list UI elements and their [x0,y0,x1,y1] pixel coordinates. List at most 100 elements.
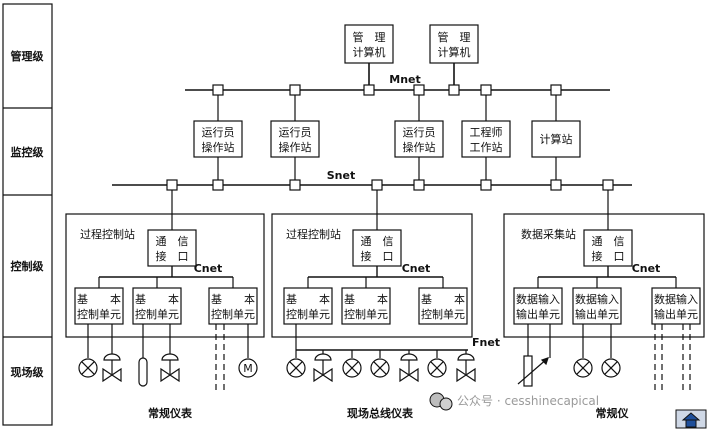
engineer-station [461,120,511,158]
station-2-comm-line2: 接 口 [361,250,394,263]
s3-indicator-2-icon [601,358,621,378]
snet-node-6 [166,179,178,191]
s1-unit2-line2: 控制单元 [135,307,179,321]
s3-unit3-line1: 数据输入 [654,292,698,306]
operator-station-1 [193,120,243,158]
management-computer-2-line1: 管 理 [438,30,471,44]
s3-variable-sensor-icon [517,355,549,387]
operator-station-3 [394,120,444,158]
s2-unit3-line2: 控制单元 [421,307,465,321]
mnet-node-1 [212,84,224,96]
bus-connection-nodes [166,84,614,191]
s2-unit1-line1: 基 本 [286,292,330,306]
mnet-node-4 [413,84,425,96]
station-2-cnet-label: Cnet [402,262,431,275]
watermark-text: 公众号 · cesshinecapical [457,394,599,408]
s2-control-unit-1 [283,287,333,325]
s3-io-unit-1 [513,287,563,325]
s2-unit1-line2: 控制单元 [286,307,330,321]
station-3-cnet-label: Cnet [632,262,661,275]
mnet-node-2 [289,84,301,96]
s3-unit2-line1: 数据输入 [575,292,619,306]
snet-node-7 [371,179,383,191]
s1-indicator-icon [78,358,98,378]
s1-valve-icon [102,353,122,383]
s3-io-unit-2 [572,287,622,325]
station-2-comm-line1: 通 信 [361,235,394,248]
calculation-station [531,120,581,158]
station-3-comm-line1: 通 信 [592,235,625,248]
fb-valve-1-icon [313,353,333,383]
station-3-title: 数据采集站 [521,227,576,241]
s1-control-unit-2 [132,287,182,325]
s1-control-unit-3 [208,287,258,325]
caption-conventional-instruments: 常规仪表 [148,406,193,420]
s1-valve-2-icon [160,353,180,383]
mnet-node-7 [550,84,562,96]
s1-unit1-line2: 控制单元 [77,307,121,321]
s2-control-unit-2 [341,287,391,325]
snet-node-1 [212,179,224,191]
s3-unit1-line2: 输出单元 [516,307,560,321]
fb-indicator-2-icon [342,358,362,378]
level-column [2,3,53,426]
station-3-comm-line2: 接 口 [592,250,625,263]
s1-thermocouple-icon [138,357,148,387]
s1-unit1-line1: 基 本 [77,292,121,306]
fb-indicator-1-icon [286,358,306,378]
operator-station-2-line1: 运行员 [279,126,312,139]
s3-unit1-line1: 数据输入 [516,292,560,306]
operator-station-2 [270,120,320,158]
snet-node-2 [289,179,301,191]
level-field-label: 现场级 [11,365,45,379]
snet-node-8 [602,179,614,191]
s1-motor-icon [238,358,258,378]
process-control-station-2 [271,213,473,338]
operator-station-1-line2: 操作站 [202,140,235,154]
station-1-cnet-label: Cnet [194,262,223,275]
calculation-station-label: 计算站 [540,132,573,146]
fb-valve-3-icon [456,353,476,383]
process-control-station-1 [65,213,265,338]
s1-unit2-line1: 基 本 [135,292,179,306]
s2-unit2-line1: 基 本 [344,292,388,306]
level-management-label: 管理级 [11,49,45,63]
s1-unit3-line2: 控制单元 [211,307,255,321]
s1-unit3-line1: 基 本 [211,292,255,306]
management-computer-2 [429,24,479,64]
s1-control-unit-1 [74,287,124,325]
snet-node-3 [413,179,425,191]
wechat-logo-icon-2 [439,397,453,411]
station-1-title: 过程控制站 [80,227,135,241]
engineer-station-line1: 工程师 [470,126,503,139]
snet-bus-label: Snet [327,169,355,182]
engineer-station-line2: 工作站 [470,140,503,154]
s2-unit2-line2: 控制单元 [344,307,388,321]
s3-unit2-line2: 输出单元 [575,307,619,321]
fnet-bus-label: Fnet [472,336,500,349]
watermark: 公众号 · cesshinecapical [429,392,599,411]
caption-conventional-instruments-right: 常规仪 [596,406,630,420]
mnet-bus-label: Mnet [389,73,421,86]
level-supervisory-label: 监控级 [11,145,45,159]
level-column-frame [2,3,53,426]
management-computer-2-line2: 计算机 [438,45,471,59]
station-3-comm-interface [583,229,633,267]
fb-valve-2-icon [399,353,419,383]
operator-station-3-line1: 运行员 [403,126,436,139]
station-1-comm-line1: 通 信 [156,235,189,248]
fb-indicator-3-icon [370,358,390,378]
station-2-comm-interface [352,229,402,267]
s3-indicator-1-icon [573,358,593,378]
caption-fieldbus-instruments: 现场总线仪表 [347,406,414,420]
operator-station-1-line1: 运行员 [202,126,235,139]
management-computer-1-line2: 计算机 [353,45,386,59]
station-2-title: 过程控制站 [286,227,341,241]
s2-unit3-line1: 基 本 [421,292,465,306]
s1-motor-label: M [243,362,253,375]
mnet-node-5 [448,84,460,96]
mnet-node-6 [480,84,492,96]
level-control-label: 控制级 [11,259,45,273]
snet-node-4 [480,179,492,191]
